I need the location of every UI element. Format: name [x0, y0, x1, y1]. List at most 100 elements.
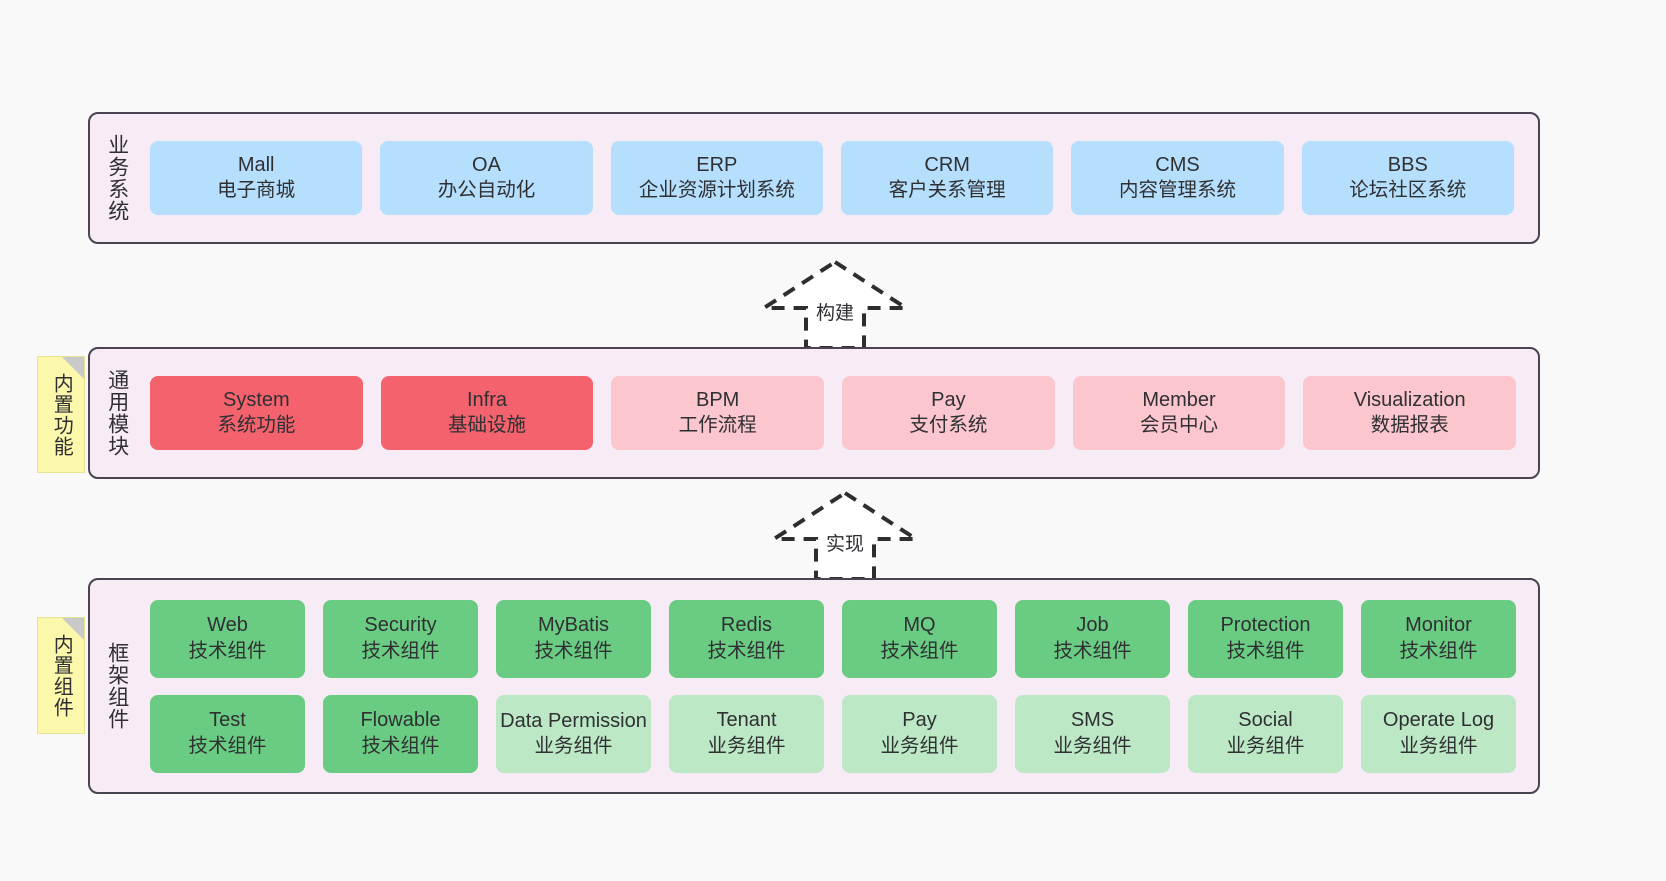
card-subtitle: 技术组件	[188, 639, 267, 662]
arrow-build: 构建	[760, 258, 910, 350]
arrow-realize-glyph	[770, 490, 920, 581]
card-job[interactable]: Job 技术组件	[1015, 599, 1170, 678]
card-mq[interactable]: MQ 技术组件	[842, 599, 997, 678]
arrow-realize-label: 实现	[825, 534, 864, 555]
card-title: Social	[1238, 709, 1293, 732]
card-crm[interactable]: CRM 客户关系管理	[840, 141, 1054, 215]
card-subtitle: 技术组件	[707, 639, 786, 662]
card-erp[interactable]: ERP 企业资源计划系统	[610, 141, 823, 215]
card-subtitle: 内容管理系统	[1118, 179, 1236, 202]
layer-title-framework: 框架组件	[105, 642, 129, 730]
card-subtitle: 技术组件	[361, 734, 440, 757]
card-subtitle: 工作流程	[678, 414, 757, 437]
card-redis[interactable]: Redis 技术组件	[669, 599, 824, 678]
card-title: Pay	[931, 388, 966, 411]
card-subtitle: 业务组件	[707, 734, 786, 757]
card-operate-log[interactable]: Operate Log 业务组件	[1361, 694, 1516, 773]
card-subtitle: 业务组件	[534, 734, 613, 757]
card-subtitle: 技术组件	[880, 639, 959, 662]
card-title: Job	[1076, 614, 1109, 637]
card-mall[interactable]: Mall 电子商城	[150, 141, 363, 215]
card-title: Pay	[902, 709, 937, 732]
card-subtitle: 业务组件	[1399, 734, 1478, 757]
card-subtitle: 业务组件	[1053, 734, 1132, 757]
card-title: SMS	[1070, 709, 1115, 732]
card-security[interactable]: Security 技术组件	[323, 599, 478, 678]
card-subtitle: 数据报表	[1370, 414, 1449, 437]
card-tenant[interactable]: Tenant 业务组件	[669, 694, 824, 773]
card-subtitle: 电子商城	[217, 179, 296, 202]
card-subtitle: 技术组件	[534, 639, 613, 662]
common-card-group: System 系统功能 Infra 基础设施 BPM 工作流程 Pay 支付系统…	[144, 349, 1538, 477]
card-subtitle: 系统功能	[217, 414, 296, 437]
card-monitor[interactable]: Monitor 技术组件	[1361, 599, 1516, 678]
arrow-build-glyph	[760, 259, 910, 350]
card-title: Tenant	[716, 709, 777, 732]
card-title: Operate Log	[1382, 709, 1495, 732]
card-title: MQ	[903, 614, 936, 637]
card-flowable[interactable]: Flowable 技术组件	[323, 694, 478, 773]
card-subtitle: 基础设施	[448, 414, 527, 437]
framework-card-row-technical: Web 技术组件 Security 技术组件 MyBatis 技术组件 Redi…	[150, 599, 1516, 678]
card-title: ERP	[696, 153, 738, 176]
card-title: Visualization	[1353, 388, 1466, 411]
card-subtitle: 论坛社区系统	[1349, 179, 1467, 202]
card-title: Web	[207, 614, 248, 637]
card-title: CRM	[924, 153, 970, 176]
card-bbs[interactable]: BBS 论坛社区系统	[1301, 141, 1514, 215]
card-subtitle: 技术组件	[188, 734, 267, 757]
layer-common-modules: 通用模块 System 系统功能 Infra 基础设施 BPM 工作流程 Pay…	[88, 347, 1540, 479]
card-subtitle: 办公自动化	[437, 179, 536, 202]
card-title: Member	[1142, 388, 1216, 411]
card-system[interactable]: System 系统功能	[150, 376, 363, 450]
card-title: BBS	[1387, 153, 1428, 176]
common-card-row: System 系统功能 Infra 基础设施 BPM 工作流程 Pay 支付系统…	[150, 376, 1517, 450]
layer-title-business: 业务系统	[105, 134, 129, 222]
card-subtitle: 业务组件	[880, 734, 959, 757]
card-protection[interactable]: Protection 技术组件	[1188, 599, 1343, 678]
card-mybatis[interactable]: MyBatis 技术组件	[496, 599, 651, 678]
card-subtitle: 技术组件	[1226, 639, 1305, 662]
card-title: Redis	[720, 614, 773, 637]
card-subtitle: 会员中心	[1140, 414, 1219, 437]
business-card-row: Mall 电子商城 OA 办公自动化 ERP 企业资源计划系统 CRM 客户关系…	[150, 141, 1514, 215]
card-visualization[interactable]: Visualization 数据报表	[1303, 376, 1517, 450]
card-pay-component[interactable]: Pay 业务组件	[842, 694, 997, 773]
card-title: Infra	[466, 388, 508, 411]
card-title: Monitor	[1405, 614, 1472, 637]
card-title: Security	[364, 614, 437, 637]
arrow-realize: 实现	[770, 489, 920, 581]
card-data-permission[interactable]: Data Permission 业务组件	[496, 694, 651, 773]
note-builtin-components: 内置组件	[37, 617, 85, 734]
card-test[interactable]: Test 技术组件	[150, 694, 305, 773]
card-title: MyBatis	[537, 614, 610, 637]
card-title: Protection	[1220, 614, 1311, 637]
card-title: Test	[209, 709, 246, 732]
layer-business-systems: 业务系统 Mall 电子商城 OA 办公自动化 ERP 企业资源计划系统 CRM…	[88, 112, 1540, 244]
note-builtin-features: 内置功能	[37, 356, 85, 473]
card-cms[interactable]: CMS 内容管理系统	[1071, 141, 1284, 215]
card-social[interactable]: Social 业务组件	[1188, 694, 1343, 773]
card-subtitle: 支付系统	[909, 414, 988, 437]
card-bpm[interactable]: BPM 工作流程	[611, 376, 825, 450]
card-sms[interactable]: SMS 业务组件	[1015, 694, 1170, 773]
card-title: Mall	[237, 153, 275, 176]
card-web[interactable]: Web 技术组件	[150, 599, 305, 678]
card-title: Flowable	[360, 709, 441, 732]
card-member[interactable]: Member 会员中心	[1072, 376, 1286, 450]
card-title: System	[222, 388, 290, 411]
card-infra[interactable]: Infra 基础设施	[380, 376, 594, 450]
card-oa[interactable]: OA 办公自动化	[380, 141, 593, 215]
card-pay-module[interactable]: Pay 支付系统	[842, 376, 1055, 450]
card-title: BPM	[696, 388, 740, 411]
business-card-group: Mall 电子商城 OA 办公自动化 ERP 企业资源计划系统 CRM 客户关系…	[144, 114, 1538, 242]
card-title: Data Permission	[500, 709, 647, 732]
framework-card-row-business: Test 技术组件 Flowable 技术组件 Data Permission …	[150, 694, 1516, 773]
layer-framework-components: 框架组件 Web 技术组件 Security 技术组件 MyBatis 技术组件…	[88, 578, 1540, 794]
card-subtitle: 技术组件	[1053, 639, 1132, 662]
card-subtitle: 业务组件	[1226, 734, 1305, 757]
card-subtitle: 企业资源计划系统	[638, 179, 795, 202]
card-subtitle: 技术组件	[361, 639, 440, 662]
arrow-build-label: 构建	[815, 303, 854, 324]
